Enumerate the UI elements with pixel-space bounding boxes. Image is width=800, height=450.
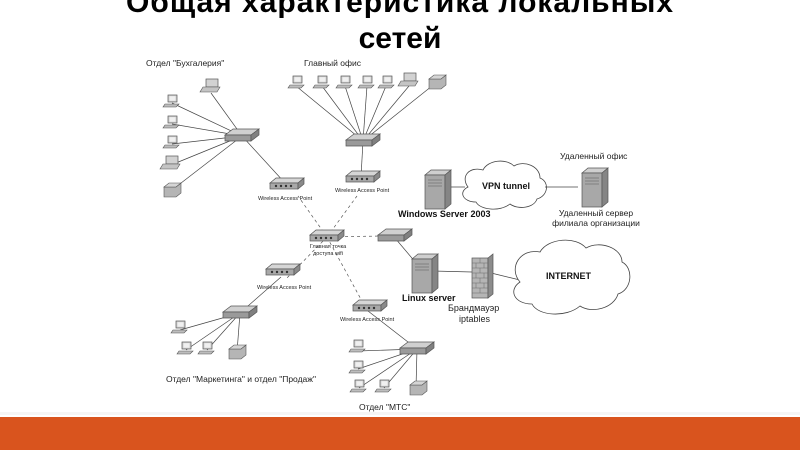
network-links	[170, 81, 521, 389]
main-ap-label-1: Главная точка	[309, 244, 347, 250]
slide-title-line-2: сетей	[358, 22, 442, 55]
firewall-label-1: Брандмауэр	[448, 303, 500, 313]
vpn-tunnel-label: VPN tunnel	[482, 181, 531, 191]
accounting-devices	[159, 78, 260, 198]
wap-label-4: Wireless Access Point	[340, 317, 395, 323]
internet-cloud	[513, 239, 631, 315]
mts-dept-label: Отдел "МТС"	[359, 402, 411, 412]
linux-server-label: Linux server	[402, 293, 456, 303]
main-ap-label-2: доступа wifi	[313, 251, 343, 257]
firewall-icon	[471, 253, 494, 299]
internet-label: INTERNET	[546, 271, 591, 281]
remote-server-label-1: Удаленный сервер	[558, 208, 634, 218]
windows-server-label: Windows Server 2003	[398, 209, 491, 219]
mts-devices	[348, 339, 435, 396]
footer-bar	[0, 417, 800, 450]
footer-divider	[0, 412, 800, 415]
slide-title-line-1: Общая характеристика локальных	[125, 0, 675, 19]
wap-label-2: Wireless Access Point	[335, 188, 390, 194]
main-office-devices	[287, 72, 447, 147]
remote-office-label: Удаленный офис	[560, 151, 628, 161]
wap-label-1: Wireless Access Point	[258, 196, 313, 202]
accounting-dept-label: Отдел "Бухгалерия"	[146, 58, 225, 68]
wap-label-3: Wireless Access Point	[257, 285, 312, 291]
remote-server-label-2: филиала организации	[552, 218, 640, 228]
firewall-label-2: iptables	[459, 314, 491, 324]
main-office-label: Главный офис	[304, 58, 361, 68]
marketing-dept-label: Отдел "Маркетинга" и отдел "Продаж"	[166, 374, 316, 384]
marketing-devices	[170, 305, 258, 360]
